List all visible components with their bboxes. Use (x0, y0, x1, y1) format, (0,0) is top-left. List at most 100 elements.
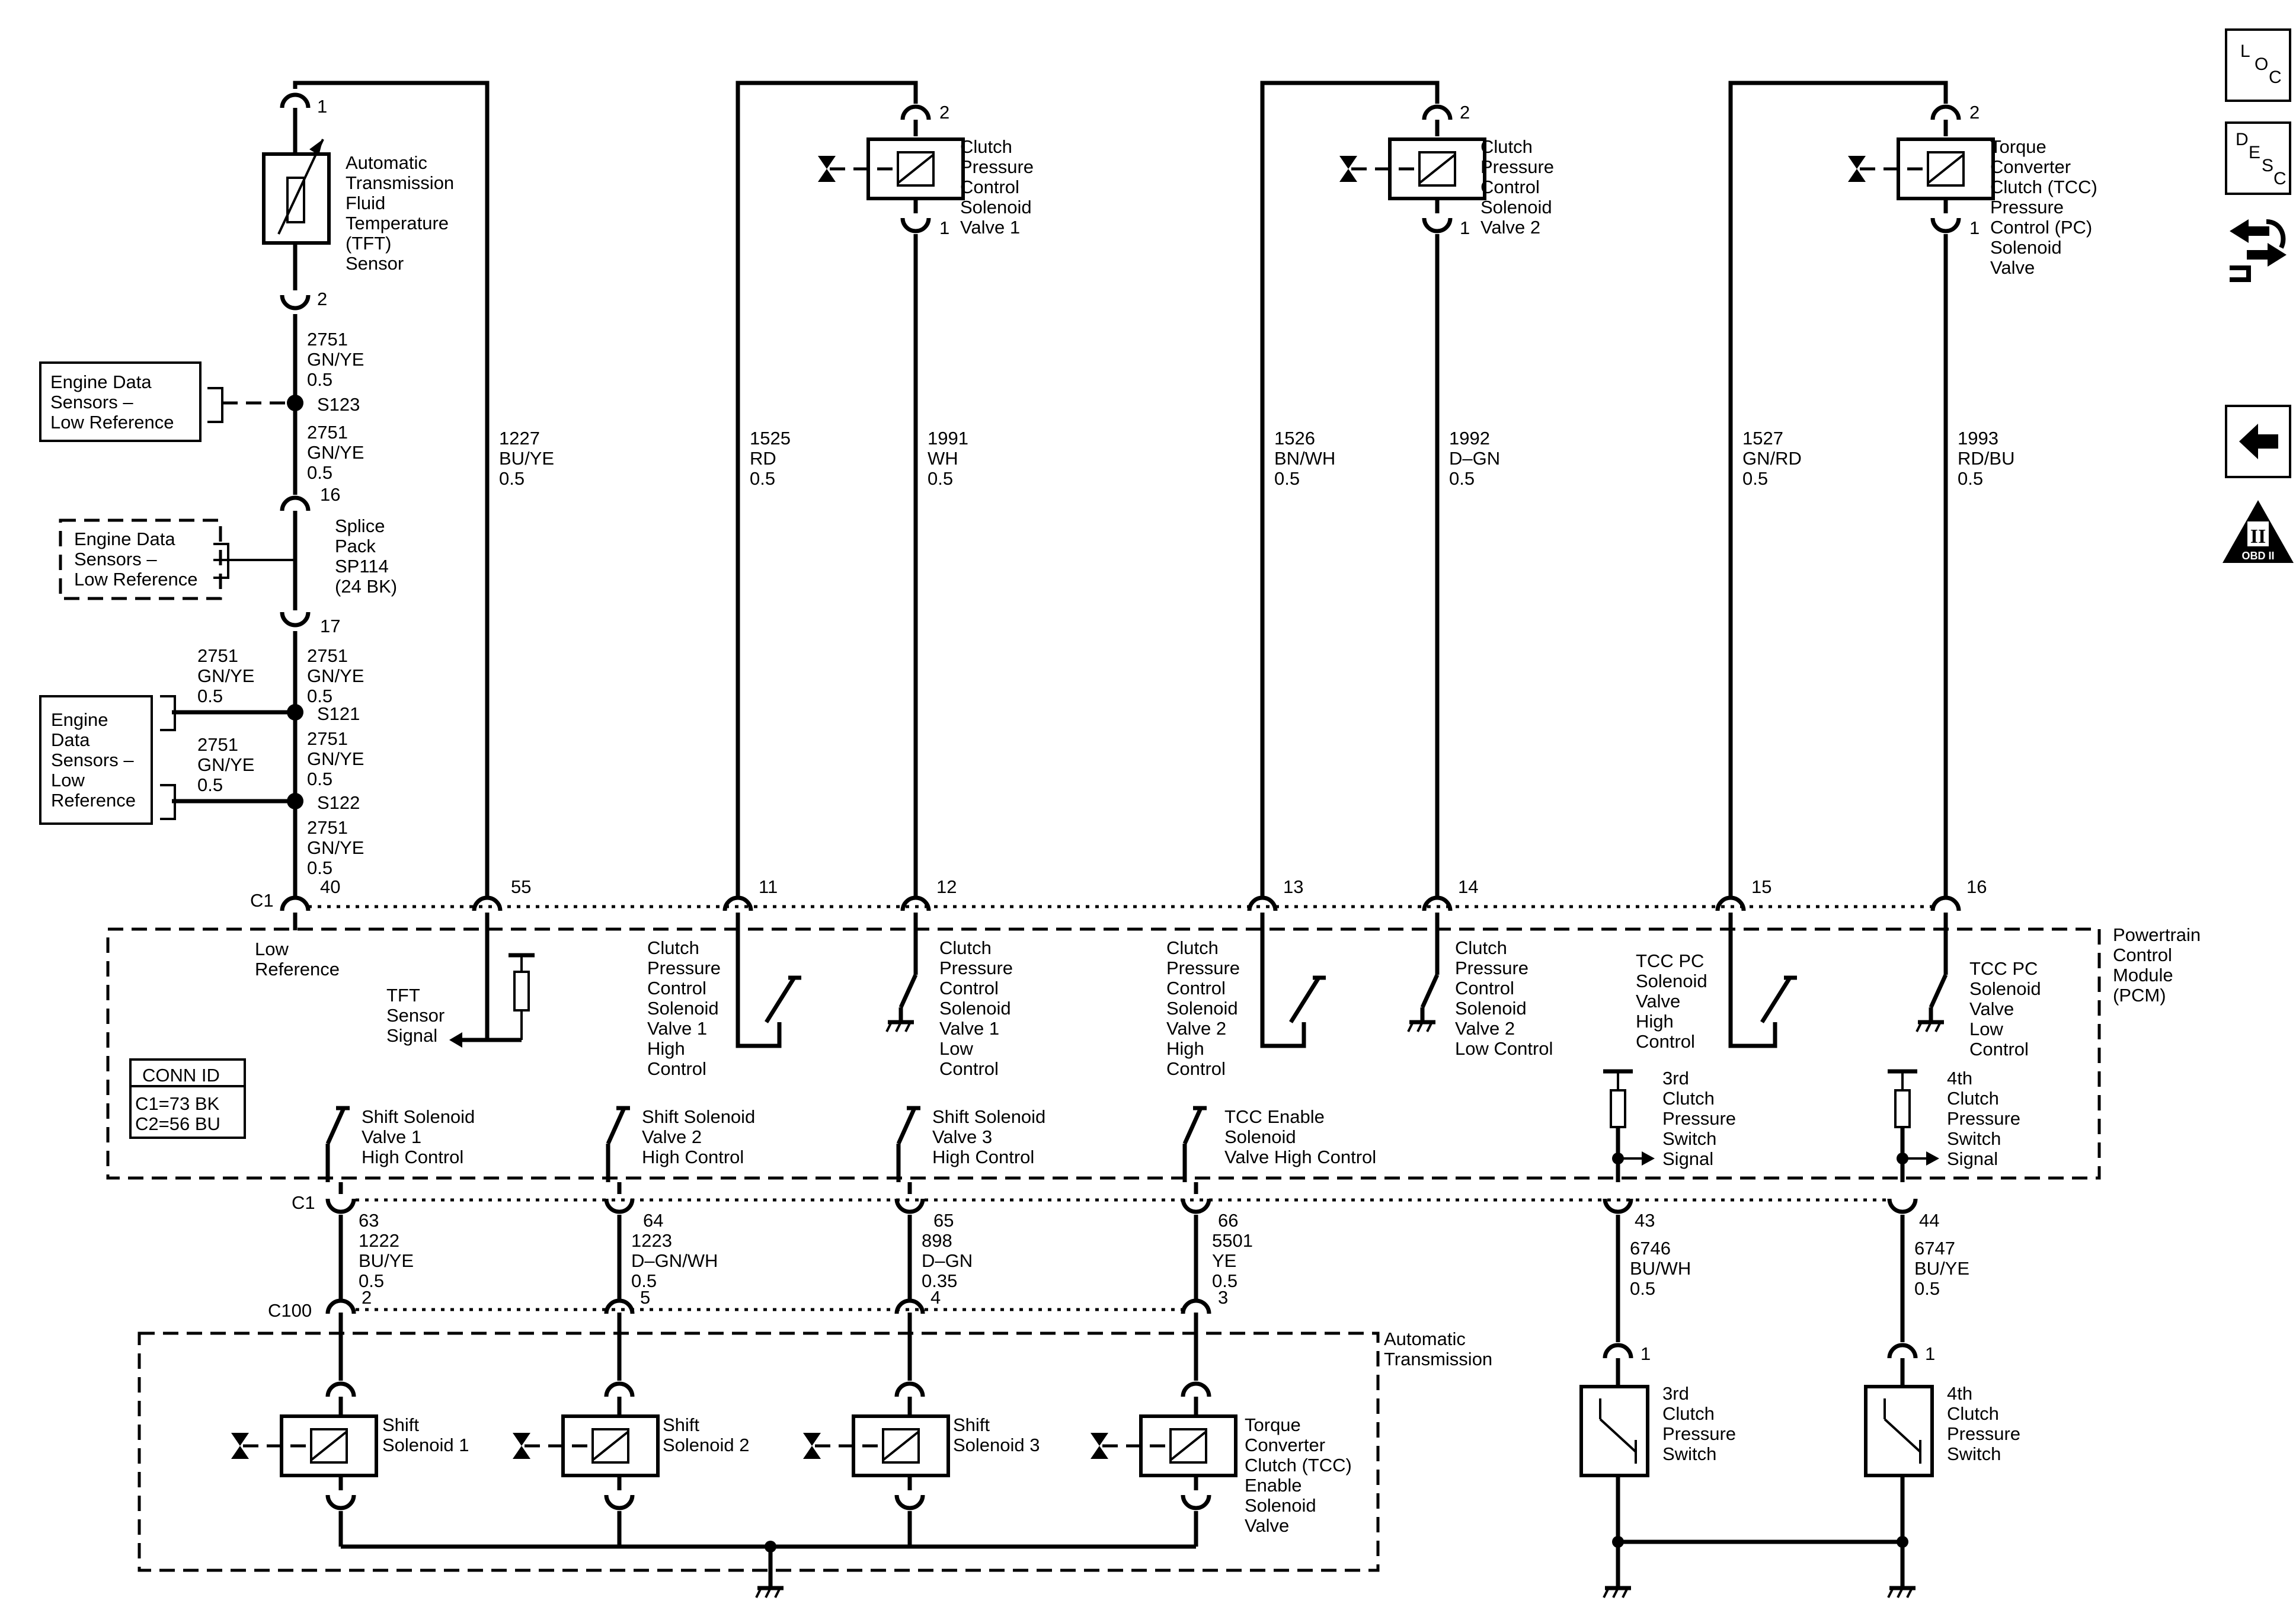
svg-text:3: 3 (1218, 1287, 1228, 1308)
svg-text:Splice Pack SP114: Splice Pack SP114 (24 BK) (335, 516, 397, 597)
svg-text:Engine Data Sensors –: Engine Data Sensors – Low Reference (74, 529, 198, 590)
svg-text:15: 15 (1751, 876, 1771, 897)
s121-label: S121 (317, 703, 360, 724)
repair-procedure-icon[interactable] (2225, 213, 2291, 284)
conn-id-box: CONN ID C1=73 BK C2=56 BU (129, 1058, 246, 1139)
tft-sensor: 1 2 Automatic Transmission Fluid Tempera… (262, 95, 459, 309)
svg-text:Automatic Transmission: Automatic Transmission Fluid Temperature… (346, 152, 459, 274)
clutch-pressure-control-solenoid-valve-1: 2 1 Clutch Pressure Control Solenoid Val… (736, 81, 1039, 898)
svg-text:1: 1 (1460, 217, 1470, 238)
svg-text:66: 66 (1218, 1210, 1238, 1231)
svg-text:2751 GN/YE 0.5: 2751 GN/YE 0.5 (307, 817, 369, 878)
location-button[interactable]: L O C (2225, 28, 2291, 102)
svg-text:44: 44 (1919, 1210, 1939, 1231)
connector-c1-top: C1 40 55 11 12 13 14 15 16 (250, 876, 1987, 911)
splice-s123 (287, 395, 303, 411)
svg-text:16: 16 (1966, 876, 1987, 897)
tft-pin-top: 1 (317, 96, 327, 117)
clutch-pressure-control-solenoid-valve-2: 2 1 Clutch Pressure Control Solenoid Val… (1260, 81, 1554, 898)
svg-text:2: 2 (1969, 102, 1980, 123)
connector-c100: C100 2 5 4 3 (268, 1287, 1228, 1321)
svg-text:2751 GN/YE 0.5: 2751 GN/YE 0.5 (307, 329, 369, 390)
svg-text:2751 GN/YE 0.5: 2751 GN/YE 0.5 (307, 728, 369, 789)
svg-text:Powertrain Control: Powertrain Control Module (PCM) (2113, 924, 2206, 1006)
svg-text:C1=73 BK: C1=73 BK (135, 1093, 220, 1114)
svg-text:64: 64 (643, 1210, 663, 1231)
svg-text:65: 65 (933, 1210, 954, 1231)
svg-text:2751 GN/YE 0.5: 2751 GN/YE 0.5 (307, 422, 369, 483)
svg-text:2: 2 (939, 102, 949, 123)
svg-text:5: 5 (640, 1287, 650, 1308)
svg-text:Engine Data Sensors –: Engine Data Sensors – Low Reference (50, 372, 174, 433)
svg-text:C1: C1 (292, 1192, 315, 1213)
svg-text:12: 12 (936, 876, 957, 897)
svg-text:C100: C100 (268, 1300, 312, 1321)
svg-text:Engine Data Sensor: Engine Data Sensors – Low Reference (51, 709, 139, 811)
tft-pin-bottom: 2 (317, 289, 327, 309)
wire-1227 (293, 81, 490, 898)
svg-text:55: 55 (511, 876, 531, 897)
obd-ii-icon[interactable]: II OBD II (2220, 497, 2296, 568)
s122-label: S122 (317, 792, 360, 813)
svg-text:C2=56 BU: C2=56 BU (135, 1113, 220, 1134)
pin-17: 17 (320, 616, 340, 636)
svg-text:14: 14 (1458, 876, 1478, 897)
svg-text:40: 40 (320, 876, 340, 897)
connector-c1-bottom: C1 63 64 65 66 43 44 (292, 1182, 1939, 1231)
svg-text:2: 2 (362, 1287, 372, 1308)
svg-text:13: 13 (1283, 876, 1303, 897)
engine-data-ref-s121: Engine Data Sensors – Low Reference (39, 695, 176, 825)
s123-label: S123 (317, 394, 360, 415)
svg-text:1: 1 (1925, 1343, 1935, 1364)
svg-text:1: 1 (1641, 1343, 1651, 1364)
svg-text:43: 43 (1635, 1210, 1655, 1231)
svg-text:OBD II: OBD II (2241, 550, 2274, 562)
engine-data-ref-sp114: Engine Data Sensors – Low Reference (59, 518, 229, 600)
description-button[interactable]: D E S C (2225, 121, 2291, 195)
svg-text:1: 1 (1969, 217, 1980, 238)
svg-text:Torque Converter C: Torque Converter Clutch (TCC) Pressure C… (1990, 136, 2102, 278)
svg-text:11: 11 (759, 876, 778, 897)
engine-data-ref-s123: Engine Data Sensors – Low Reference (39, 361, 290, 442)
low-reference-wire: 2751 GN/YE 0.5 S123 2751 GN/YE 0.5 16 Sp… (172, 314, 397, 898)
svg-text:Clutch Pressure Co: Clutch Pressure Control Solenoid Valve 1 (960, 136, 1039, 238)
back-button[interactable] (2225, 405, 2291, 478)
